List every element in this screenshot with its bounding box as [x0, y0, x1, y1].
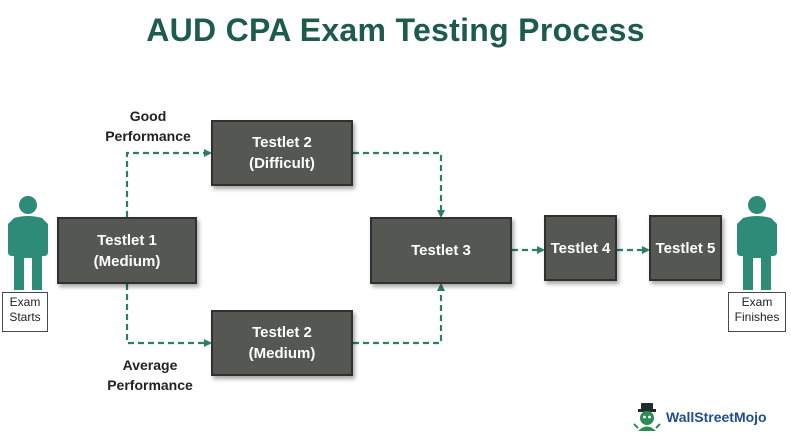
testlet-3-box: Testlet 3 — [370, 217, 512, 284]
average-performance-line2: Performance — [107, 377, 193, 393]
good-performance-line2: Performance — [105, 128, 191, 144]
testlet-2-medium-box: Testlet 2 (Medium) — [211, 310, 353, 376]
exam-starts-line1: Exam — [9, 295, 41, 309]
exam-finishes-line1: Exam — [741, 295, 773, 309]
testlet-4-box: Testlet 4 — [544, 215, 617, 281]
exam-starts-line2: Starts — [9, 310, 41, 324]
arrow-difficult-to-testlet3 — [353, 151, 445, 218]
exam-starts-tag: Exam Starts — [2, 292, 48, 332]
good-performance-label: Good Performance — [98, 106, 198, 146]
person-icon — [8, 196, 48, 290]
testlet-2-medium-line2: (Medium) — [248, 345, 316, 362]
diagram-title: AUD CPA Exam Testing Process — [146, 12, 645, 48]
wallstreetmojo-logo: WallStreetMojo — [632, 402, 767, 432]
exam-finishes-tag: Exam Finishes — [728, 292, 786, 332]
testlet-1-line2: (Medium) — [93, 252, 161, 270]
testlet-2-medium-line1: Testlet 2 — [252, 324, 312, 341]
testlet-2-difficult-line2: (Difficult) — [249, 155, 315, 172]
exam-finishes-line2: Finishes — [734, 310, 780, 324]
testlet-1-line1: Testlet 1 — [97, 231, 157, 249]
testlet-4-label: Testlet 4 — [550, 239, 611, 257]
average-performance-line1: Average — [122, 357, 178, 373]
testlet-3-label: Testlet 3 — [411, 242, 471, 259]
person-icon — [737, 196, 777, 290]
logo-text: WallStreetMojo — [666, 409, 767, 425]
average-performance-label: Average Performance — [98, 355, 202, 395]
arrow-medium-to-testlet3 — [353, 283, 445, 345]
good-performance-line1: Good — [129, 108, 167, 124]
testlet-5-box: Testlet 5 — [649, 215, 722, 281]
arrow-average-branch — [125, 284, 212, 347]
arrow-good-branch — [125, 149, 212, 217]
testlet-5-label: Testlet 5 — [655, 239, 716, 257]
mascot-logo-icon — [633, 403, 661, 431]
testlet-2-difficult-line1: Testlet 2 — [252, 134, 312, 151]
testlet-2-difficult-box: Testlet 2 (Difficult) — [211, 120, 353, 186]
testlet-1-box: Testlet 1 (Medium) — [57, 217, 197, 284]
